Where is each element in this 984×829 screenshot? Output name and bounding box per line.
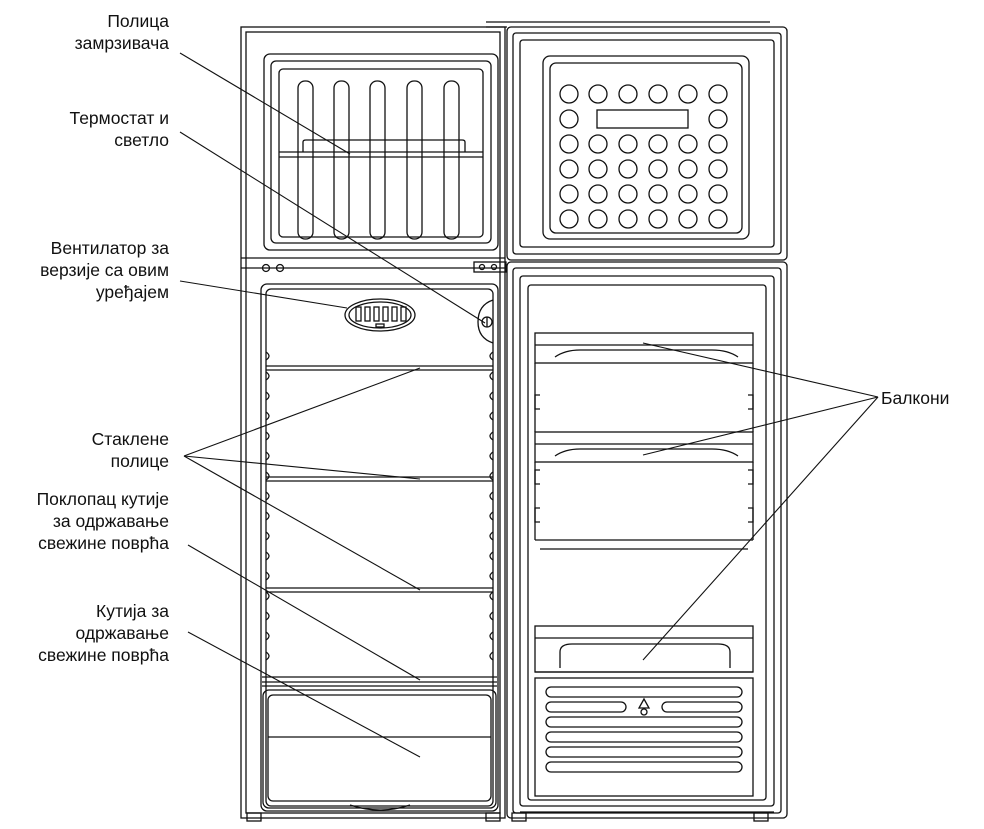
- label-line: свежине поврћа: [38, 533, 169, 553]
- fridge-cabinet: [240, 26, 506, 822]
- fridge-door: [506, 261, 788, 822]
- label-glass-shelves: Стаклене полице: [92, 428, 169, 472]
- label-line: Вентилатор за: [50, 238, 169, 258]
- glass-shelves: [266, 365, 493, 593]
- label-line: Полица: [107, 11, 169, 31]
- fan-unit: [344, 298, 416, 332]
- divider-screws: [261, 261, 507, 273]
- label-line: одржавање: [75, 623, 169, 643]
- crisper-drawer: [262, 689, 497, 811]
- label-line: Балкони: [881, 388, 950, 408]
- label-line: полице: [110, 451, 169, 471]
- label-line: Кутија за: [96, 601, 169, 621]
- door-vent-grille: [534, 677, 754, 797]
- label-line: за одржавање: [52, 511, 169, 531]
- label-line: свежине поврћа: [38, 645, 169, 665]
- label-line: Стаклене: [91, 429, 169, 449]
- label-crisper-lid: Поклопац кутије за одржавање свежине пов…: [37, 488, 169, 554]
- label-freezer-shelf: Полица замрзивача: [75, 10, 169, 54]
- label-fan: Вентилатор за верзије са овим уређајем: [40, 237, 169, 303]
- label-line: замрзивача: [74, 33, 169, 53]
- label-balconies: Балкони: [881, 387, 949, 409]
- fridge-compartment: [260, 283, 499, 812]
- label-crisper: Кутија за одржавање свежине поврћа: [38, 600, 169, 666]
- door-balcony-middle: [534, 431, 754, 550]
- label-line: уређајем: [95, 282, 169, 302]
- shelf-rails: [265, 351, 494, 661]
- crisper-lid: [262, 676, 497, 687]
- freezer-compartment: [263, 53, 499, 251]
- door-balcony-top: [534, 332, 754, 432]
- label-line: Поклопац кутије: [36, 489, 169, 509]
- door-balcony-bottom: [534, 625, 754, 673]
- freezer-door-tray: [559, 84, 728, 229]
- label-line: светло: [114, 130, 169, 150]
- freezer-shelf: [279, 80, 483, 240]
- thermostat-light: [477, 299, 494, 344]
- label-line: верзије са овим: [40, 260, 169, 280]
- leader-lines: [179, 52, 879, 758]
- label-thermostat: Термостат и светло: [69, 107, 169, 151]
- freezer-door: [486, 21, 788, 261]
- label-line: Термостат и: [69, 108, 169, 128]
